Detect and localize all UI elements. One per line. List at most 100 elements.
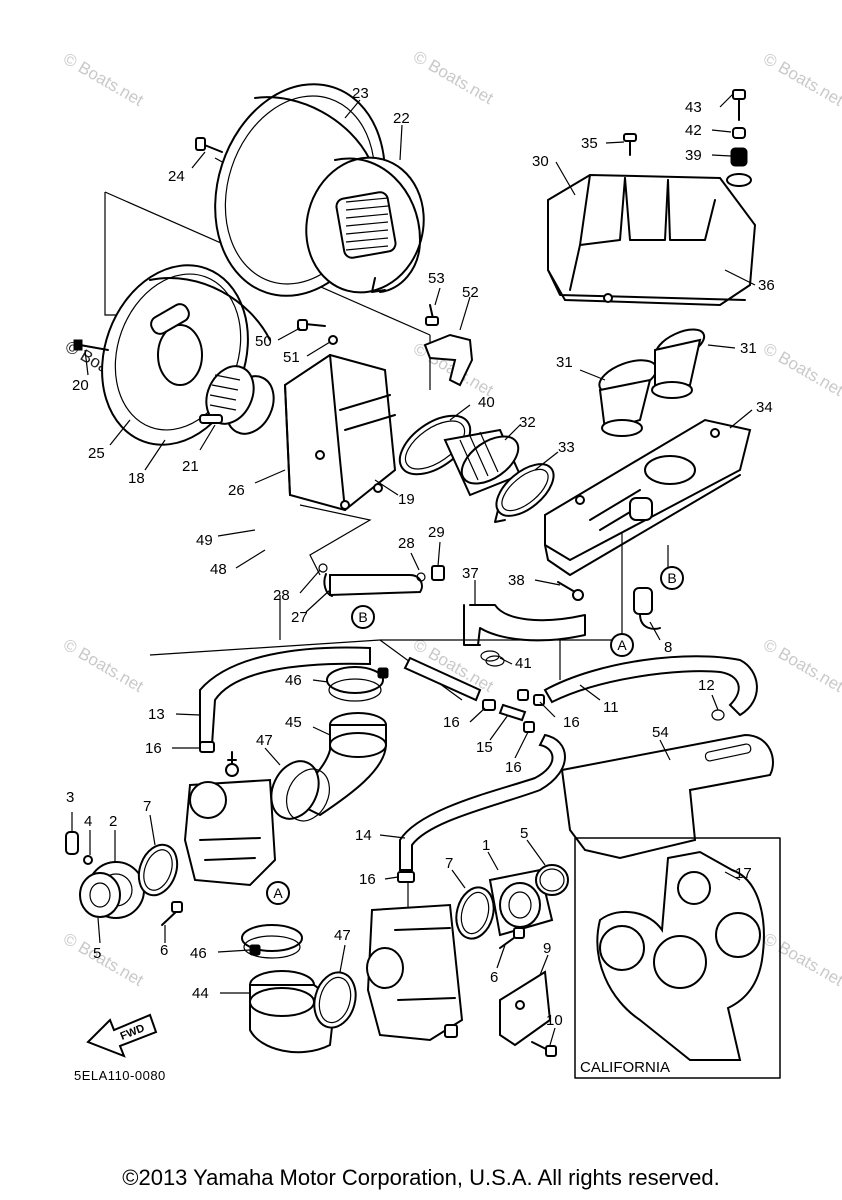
screw-6-right: [499, 927, 525, 949]
carburetor-front: [366, 903, 464, 1042]
callout-46-upper: 46: [285, 672, 302, 689]
clamp-40: [398, 414, 472, 476]
callout-25: 25: [88, 445, 105, 462]
watermark-10: © Boats.net: [760, 929, 842, 990]
callout-41: 41: [515, 655, 532, 672]
callout-52: 52: [462, 284, 479, 301]
callout-20: 20: [72, 377, 89, 394]
joint-31-right: [651, 328, 706, 399]
clamp-41: [480, 650, 505, 667]
callout-numbers: 23 22 24 43 42 39 35 30 36 53 52 50 51 2…: [66, 85, 775, 1029]
callout-16-left: 16: [145, 740, 162, 757]
callout-1: 1: [482, 837, 490, 854]
callout-46-lower: 46: [190, 945, 207, 962]
callout-19: 19: [398, 491, 415, 508]
callout-23: 23: [352, 85, 369, 102]
pipe-and-joint-15-16: [199, 656, 725, 753]
callout-21: 21: [182, 458, 199, 475]
clamp-47-upper: [270, 760, 331, 822]
callout-16-mid-a: 16: [443, 714, 460, 731]
watermark-6: © Boats.net: [60, 635, 147, 696]
connector-b-mid: B: [351, 605, 375, 629]
callout-33: 33: [558, 439, 575, 456]
callout-11: 11: [603, 699, 619, 716]
clamp-47-lower: [313, 971, 357, 1029]
clamp-33: [494, 463, 555, 523]
callout-16-mid-b: 16: [563, 714, 580, 731]
callout-38: 38: [508, 572, 525, 589]
california-inset: CALIFORNIA: [574, 837, 781, 1079]
leader-lines: [71, 93, 756, 1046]
watermark-5: © Boats.net: [760, 339, 842, 400]
callout-35: 35: [581, 135, 598, 152]
bracket-52: [423, 333, 474, 387]
cover-9: [499, 970, 552, 1047]
callout-3: 3: [66, 789, 74, 806]
callout-7-right: 7: [445, 855, 453, 872]
duct-box-19: [283, 353, 397, 512]
carburetor-rear: [183, 751, 277, 887]
callout-50: 50: [255, 333, 272, 350]
air-case-cap-30: [547, 173, 757, 307]
hose-11: [543, 655, 758, 717]
callout-36: 36: [758, 277, 775, 294]
callout-31-right: 31: [740, 340, 757, 357]
callout-48: 48: [210, 561, 227, 578]
callout-13: 13: [148, 706, 165, 723]
hose-27: [323, 573, 423, 597]
drain-plug-8: [633, 587, 661, 630]
connector-a-top: A: [610, 633, 634, 657]
callout-14: 14: [355, 827, 372, 844]
hose-13: [199, 646, 371, 746]
connector-a-low: A: [266, 881, 290, 905]
clamp-46-upper: [326, 666, 389, 702]
callout-18: 18: [128, 470, 145, 487]
watermark-8: © Boats.net: [760, 635, 842, 696]
callout-10: 10: [546, 1012, 563, 1029]
svg-text:B: B: [667, 570, 676, 586]
svg-text:A: A: [617, 637, 627, 653]
joint-21: [199, 365, 275, 435]
bolt-43-collar-42-damper-39: [726, 89, 752, 187]
callout-6-right: 6: [490, 969, 498, 986]
hose-37: [463, 604, 586, 646]
air-filter-element-22: [305, 156, 425, 294]
callout-5-left: 5: [93, 945, 101, 962]
callout-37: 37: [462, 565, 479, 582]
callout-29: 29: [428, 524, 445, 541]
callout-16-low: 16: [359, 871, 376, 888]
california-label: CALIFORNIA: [580, 1059, 670, 1076]
bolt-50-washer-51: [297, 319, 338, 345]
callout-51: 51: [283, 349, 300, 366]
callout-28-right: 28: [398, 535, 415, 552]
callout-30: 30: [532, 153, 549, 170]
connector-b-top: B: [660, 566, 684, 590]
clamp-7-left: [137, 843, 179, 897]
callout-5-right: 5: [520, 825, 528, 842]
plug-29-clip-28: [318, 563, 445, 582]
screw-38: [557, 581, 584, 601]
screw-24: [195, 137, 223, 153]
callout-54: 54: [652, 724, 669, 741]
callout-22: 22: [393, 110, 410, 127]
callout-53: 53: [428, 270, 445, 287]
callout-42: 42: [685, 122, 702, 139]
copyright-notice: ©2013 Yamaha Motor Corporation, U.S.A. A…: [122, 1165, 720, 1190]
intake-joint-2-and-parts: [65, 831, 145, 919]
fwd-arrow-icon: FWD: [86, 1013, 158, 1058]
watermark-2: © Boats.net: [410, 47, 497, 108]
air-case-34: [544, 418, 752, 576]
callout-2: 2: [109, 813, 117, 830]
callout-44: 44: [192, 985, 209, 1002]
joint-31-left: [598, 359, 658, 437]
callout-16-mid-c: 16: [505, 759, 522, 776]
callout-7-left: 7: [143, 798, 151, 815]
watermark-9: © Boats.net: [60, 929, 147, 990]
o-ring-5-right: [535, 864, 569, 896]
clamp-46-lower: [241, 924, 303, 959]
svg-text:A: A: [273, 885, 283, 901]
callout-34: 34: [756, 399, 773, 416]
callout-6-left: 6: [160, 942, 168, 959]
callout-8: 8: [664, 639, 672, 656]
